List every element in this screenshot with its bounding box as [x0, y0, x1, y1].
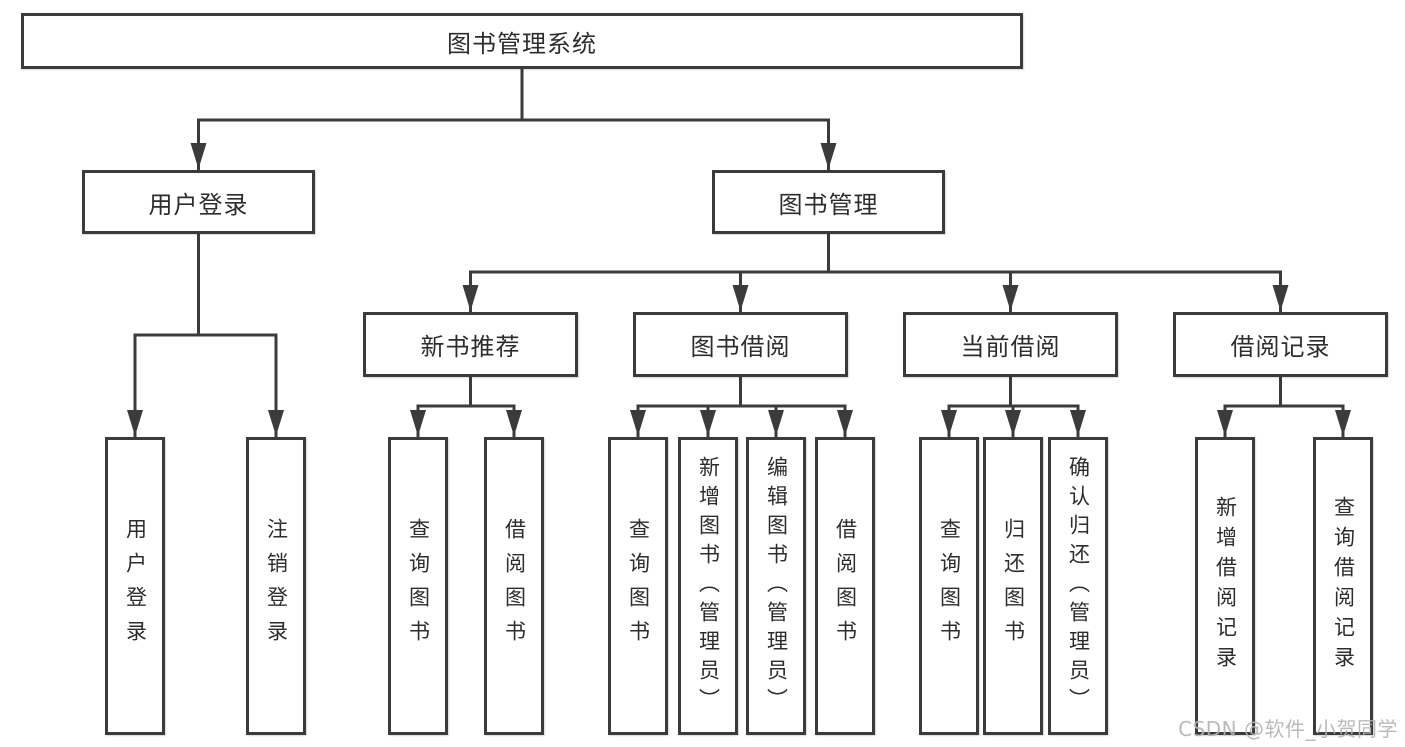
node-label: 图书管理系统: [447, 29, 597, 58]
node-label: 查询图书: [626, 518, 651, 654]
node-label: 图书借阅: [690, 333, 791, 361]
node-label: 编辑图书（管理员）: [764, 455, 789, 717]
node-book-borrow: 图书借阅: [633, 312, 848, 377]
node-label: 注销登录: [264, 518, 289, 654]
node-label: 新书推荐: [420, 333, 521, 361]
node-user-login: 用户登录: [82, 170, 315, 234]
connector-skeleton: [133, 67, 1345, 408]
node-label: 图书管理: [778, 190, 879, 219]
node-label: 查询图书: [406, 518, 431, 654]
node-current-borrow: 当前借阅: [903, 312, 1118, 377]
node-label: 新增借阅记录: [1213, 496, 1238, 676]
node-add-books-admin: 新增图书（管理员）: [678, 437, 738, 735]
node-label: 确认归还（管理员）: [1066, 455, 1091, 717]
node-label: 借阅图书: [502, 518, 527, 654]
node-edit-books-admin: 编辑图书（管理员）: [746, 437, 806, 735]
node-label: 用户登录: [148, 190, 249, 219]
node-add-borrow-record: 新增借阅记录: [1195, 437, 1255, 735]
node-label: 借阅图书: [833, 518, 858, 654]
node-label: 当前借阅: [960, 333, 1061, 361]
node-query-books-current: 查询图书: [919, 437, 979, 735]
node-return-books: 归还图书: [983, 437, 1043, 735]
node-label: 新增图书（管理员）: [696, 455, 721, 717]
watermark: CSDN @软件_小贺同学: [1178, 717, 1398, 741]
node-root: 图书管理系统: [21, 13, 1023, 69]
node-new-book-recommend: 新书推荐: [363, 312, 578, 377]
node-user-login-leaf: 用户登录: [105, 437, 165, 735]
node-query-books-borrow: 查询图书: [608, 437, 668, 735]
node-query-borrow-record: 查询借阅记录: [1313, 437, 1373, 735]
node-borrow-books-borrow: 借阅图书: [815, 437, 875, 735]
node-query-books-recommend: 查询图书: [388, 437, 448, 735]
node-label: 借阅记录: [1230, 333, 1331, 361]
node-label: 查询借阅记录: [1331, 496, 1356, 676]
node-label: 归还图书: [1001, 518, 1026, 654]
node-borrow-records: 借阅记录: [1173, 312, 1388, 377]
node-book-management: 图书管理: [712, 170, 945, 234]
node-confirm-return-admin: 确认归还（管理员）: [1048, 437, 1108, 735]
node-borrow-books-recommend: 借阅图书: [484, 437, 544, 735]
node-logout-leaf: 注销登录: [246, 437, 306, 735]
node-label: 用户登录: [123, 518, 148, 654]
node-label: 查询图书: [937, 518, 962, 654]
